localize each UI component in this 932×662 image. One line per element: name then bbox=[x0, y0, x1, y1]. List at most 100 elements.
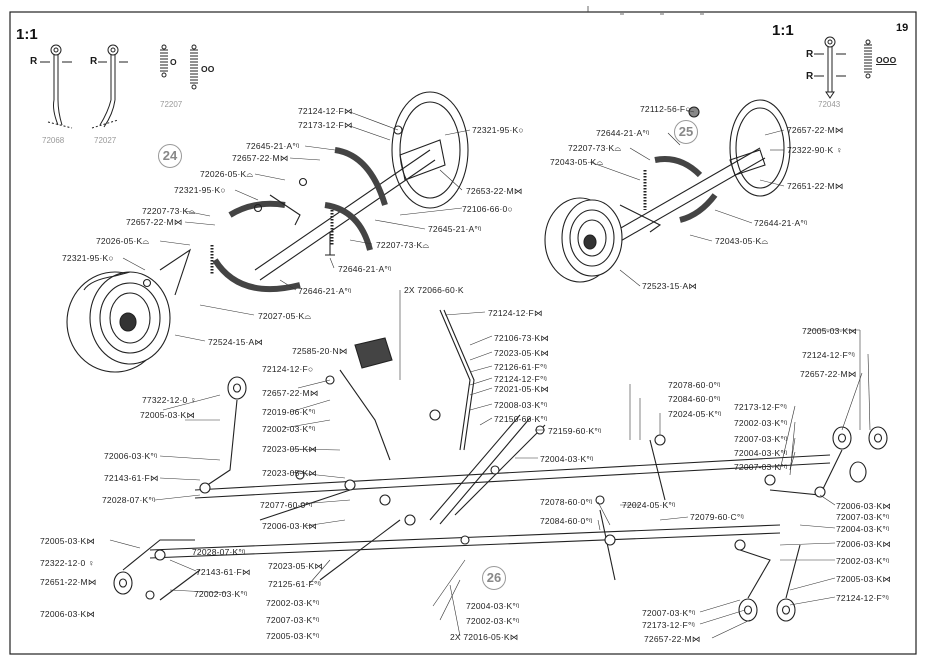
spring-right bbox=[864, 39, 872, 79]
part-label: 72005-03·K°ᵑ bbox=[266, 631, 320, 641]
part-label: 72023-05·K⋈ bbox=[494, 348, 550, 358]
page-number: 19 bbox=[896, 22, 909, 34]
part-label: 72007-03·K°ᵑ bbox=[266, 615, 320, 625]
part-label: 72657-22·M⋈ bbox=[800, 369, 857, 379]
leaders-chassis bbox=[109, 290, 871, 639]
brake-drum-right bbox=[544, 99, 791, 283]
part-label: 2X 72016-05·K⋈ bbox=[450, 632, 519, 642]
circle-25: 25 bbox=[674, 120, 698, 144]
part-label: 72159-60·K°ᵑ bbox=[548, 426, 602, 436]
part-label: 72651-22·M⋈ bbox=[787, 181, 844, 191]
part-label: 72005-03·K⋈ bbox=[140, 410, 196, 420]
top-ticks bbox=[587, 6, 704, 15]
part-label: 72079-60·C°ᵑ bbox=[690, 512, 744, 522]
part-label: 72008-03·K°ᵑ bbox=[494, 400, 548, 410]
part-label: 72028-07·K°ᵑ bbox=[192, 547, 246, 557]
r-label-2: R bbox=[90, 56, 98, 67]
scale-left: 1:1 bbox=[16, 26, 38, 43]
tool-72043 bbox=[814, 36, 846, 99]
part-label: 72026-05·K⌓ bbox=[200, 169, 254, 179]
part-label: 72143-61·F⋈ bbox=[104, 473, 159, 483]
part-label: 72077-60·0°ᵑ bbox=[260, 500, 313, 510]
part-label: 72023-05·K⋈ bbox=[268, 561, 324, 571]
part-label: 72019-06·K°ᵑ bbox=[262, 407, 316, 417]
part-label: 2X 72066-60·K bbox=[404, 285, 464, 295]
part-label: 72646-21·A°ᵑ bbox=[338, 264, 392, 274]
part-label: 72004-03·K°ᵑ bbox=[836, 524, 890, 534]
part-label: 72024-05·K°ᵑ bbox=[622, 500, 676, 510]
tool-code-72068: 72068 bbox=[42, 136, 65, 145]
part-label: 72657-22·M⋈ bbox=[126, 217, 183, 227]
leaders-brake-right bbox=[589, 109, 785, 287]
part-label: 72657-22·M⋈ bbox=[262, 388, 319, 398]
springs-left bbox=[160, 44, 198, 90]
part-label: 72024-05·K°ᵑ bbox=[668, 409, 722, 419]
part-label: 72124-12·F⋈ bbox=[298, 106, 353, 116]
part-label: 72004-03·K°ᵑ bbox=[466, 601, 520, 611]
part-label: 72173-12·F°ᵑ bbox=[642, 620, 695, 630]
circle-26: 26 bbox=[482, 566, 506, 590]
part-label: 72078-60·0°ᵑ bbox=[668, 380, 721, 390]
leaders-brake-left bbox=[122, 111, 471, 342]
r-label-3: R bbox=[806, 49, 814, 60]
part-label: 72126-61·F°ᵑ bbox=[494, 362, 547, 372]
part-label: 72002-03·K°ᵑ bbox=[466, 616, 520, 626]
page-frame bbox=[9, 11, 917, 655]
part-label: 72124-12·F○ bbox=[262, 364, 314, 374]
spring-code-right: 72043 bbox=[818, 100, 841, 109]
part-label: 72112-56-F○ bbox=[640, 104, 691, 114]
part-label: 72646-21·A°ᵑ bbox=[298, 286, 352, 296]
spring-code-left: 72207 bbox=[160, 100, 183, 109]
part-label: 72143-61·F⋈ bbox=[196, 567, 251, 577]
part-label: 72007-03·K°ᵑ bbox=[836, 512, 890, 522]
part-label: 72125-61·F°ᵑ bbox=[268, 579, 321, 589]
tool-72027 bbox=[91, 44, 128, 129]
part-label: 72007-03·K°ᵑ bbox=[734, 434, 788, 444]
part-label: 72004-03·K°ᵑ bbox=[540, 454, 594, 464]
tool-72068 bbox=[40, 44, 73, 129]
spring-oo: OO bbox=[201, 64, 215, 74]
part-label: 72006-03·K⋈ bbox=[836, 539, 892, 549]
part-label: 72207-73·K⌓ bbox=[376, 240, 430, 250]
part-label: 72645-21·A°ᵑ bbox=[246, 141, 300, 151]
part-label: 72004-03·K°ᵑ bbox=[734, 448, 788, 458]
part-label: 72005-03·K⋈ bbox=[802, 326, 858, 336]
part-label: 77322-12·0 ♀ bbox=[142, 395, 197, 405]
part-label: 72657-22·M⋈ bbox=[787, 125, 844, 135]
part-label: 72644-21·A°ᵑ bbox=[596, 128, 650, 138]
part-label: 72150-60·K°ᵑ bbox=[494, 414, 548, 424]
part-label: 72124-12·F⋈ bbox=[488, 308, 543, 318]
part-label: 72006-03·K⋈ bbox=[836, 501, 892, 511]
part-label: 72322-90·K ♀ bbox=[787, 145, 843, 155]
part-label: 72043-05·K⌓ bbox=[715, 236, 769, 246]
part-label: 72173-12·F⋈ bbox=[298, 120, 353, 130]
part-label: 72002·03·K°ᵑ bbox=[734, 418, 788, 428]
part-label: 72028-07·K°ᵑ bbox=[102, 495, 156, 505]
part-label: 72653-22·M⋈ bbox=[466, 186, 523, 196]
part-label: 72321-95·K○ bbox=[174, 185, 226, 195]
part-label: 72523-15·A⋈ bbox=[642, 281, 698, 291]
spring-ooo: OOO bbox=[876, 55, 897, 65]
circle-24: 24 bbox=[158, 144, 182, 168]
part-label: 72043-05·K⌓ bbox=[550, 157, 604, 167]
brake-drum-left bbox=[66, 91, 469, 373]
spring-o: O bbox=[170, 57, 177, 67]
part-label: 72124-12·F°ᵑ bbox=[802, 350, 855, 360]
tool-code-72027: 72027 bbox=[94, 136, 117, 145]
part-label: 72657-22·M⋈ bbox=[232, 153, 289, 163]
part-label: 72106-66·0○ bbox=[462, 204, 513, 214]
part-label: 72002-03·K°ᵑ bbox=[262, 424, 316, 434]
part-label: 72007-03·K°ᵑ bbox=[642, 608, 696, 618]
r-label-4: R bbox=[806, 71, 814, 82]
part-label: 72026-05·K⌓ bbox=[96, 236, 150, 246]
part-label: 72006-03·K°ᵑ bbox=[104, 451, 158, 461]
chassis-frame bbox=[113, 309, 888, 622]
part-label: 72002-03·K°ᵑ bbox=[194, 589, 248, 599]
part-label: 72207-73·K⌓ bbox=[568, 143, 622, 153]
part-label: 72006-03·K⋈ bbox=[262, 521, 318, 531]
part-label: 72645-21·A°ᵑ bbox=[428, 224, 482, 234]
part-label: 72651-22·M⋈ bbox=[40, 577, 97, 587]
part-label: 72322-12·0 ♀ bbox=[40, 558, 95, 568]
